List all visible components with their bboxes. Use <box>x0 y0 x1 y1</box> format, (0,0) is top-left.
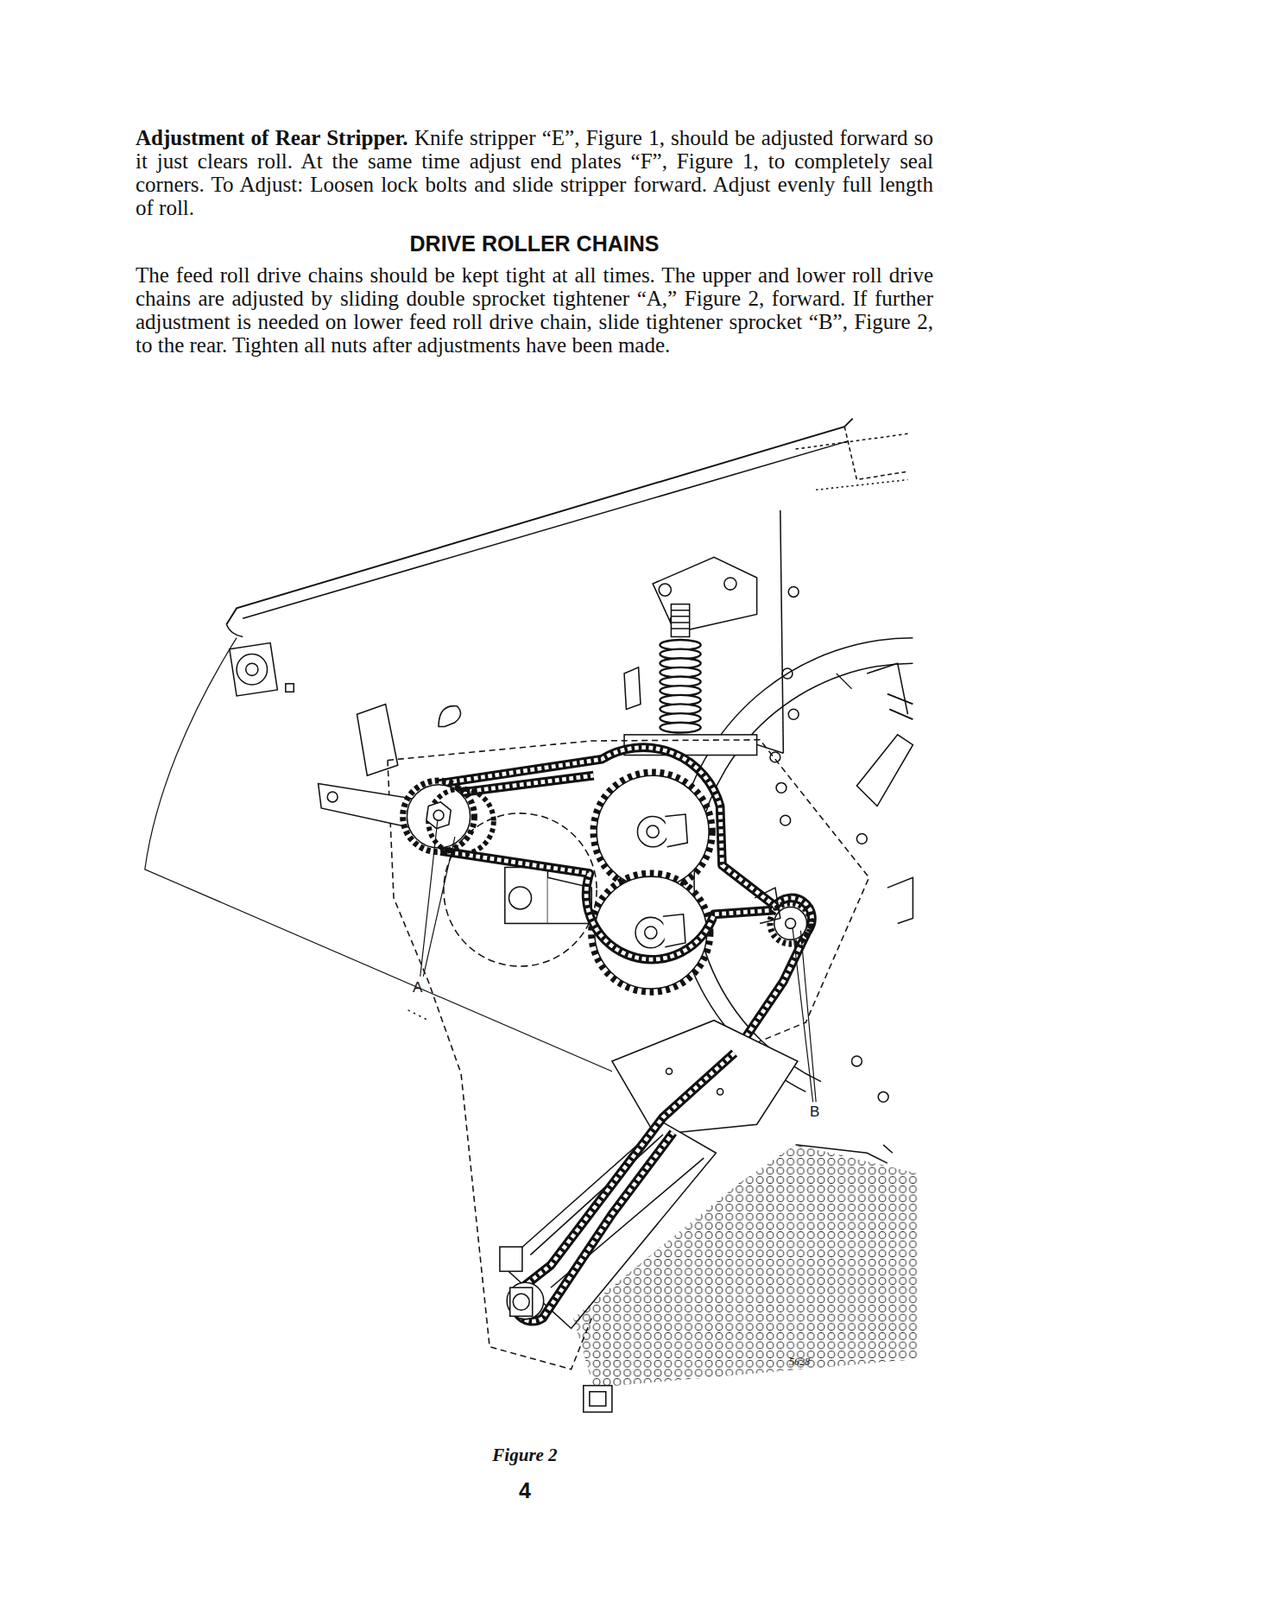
run-in-heading: Adjustment of Rear Stripper. <box>135 126 408 150</box>
figure-caption: Figure 2 <box>438 1444 612 1466</box>
callout-letter: B <box>809 1103 820 1121</box>
body-text: The feed roll drive chains should be kep… <box>135 263 934 357</box>
drawing-number: 5628 <box>789 1355 810 1369</box>
page-number: 4 <box>438 1478 612 1504</box>
section-heading: DRIVE ROLLER CHAINS <box>135 231 934 257</box>
paragraph: Adjustment of Rear Stripper.Knife stripp… <box>135 126 934 220</box>
callout-letter: A <box>412 979 423 997</box>
